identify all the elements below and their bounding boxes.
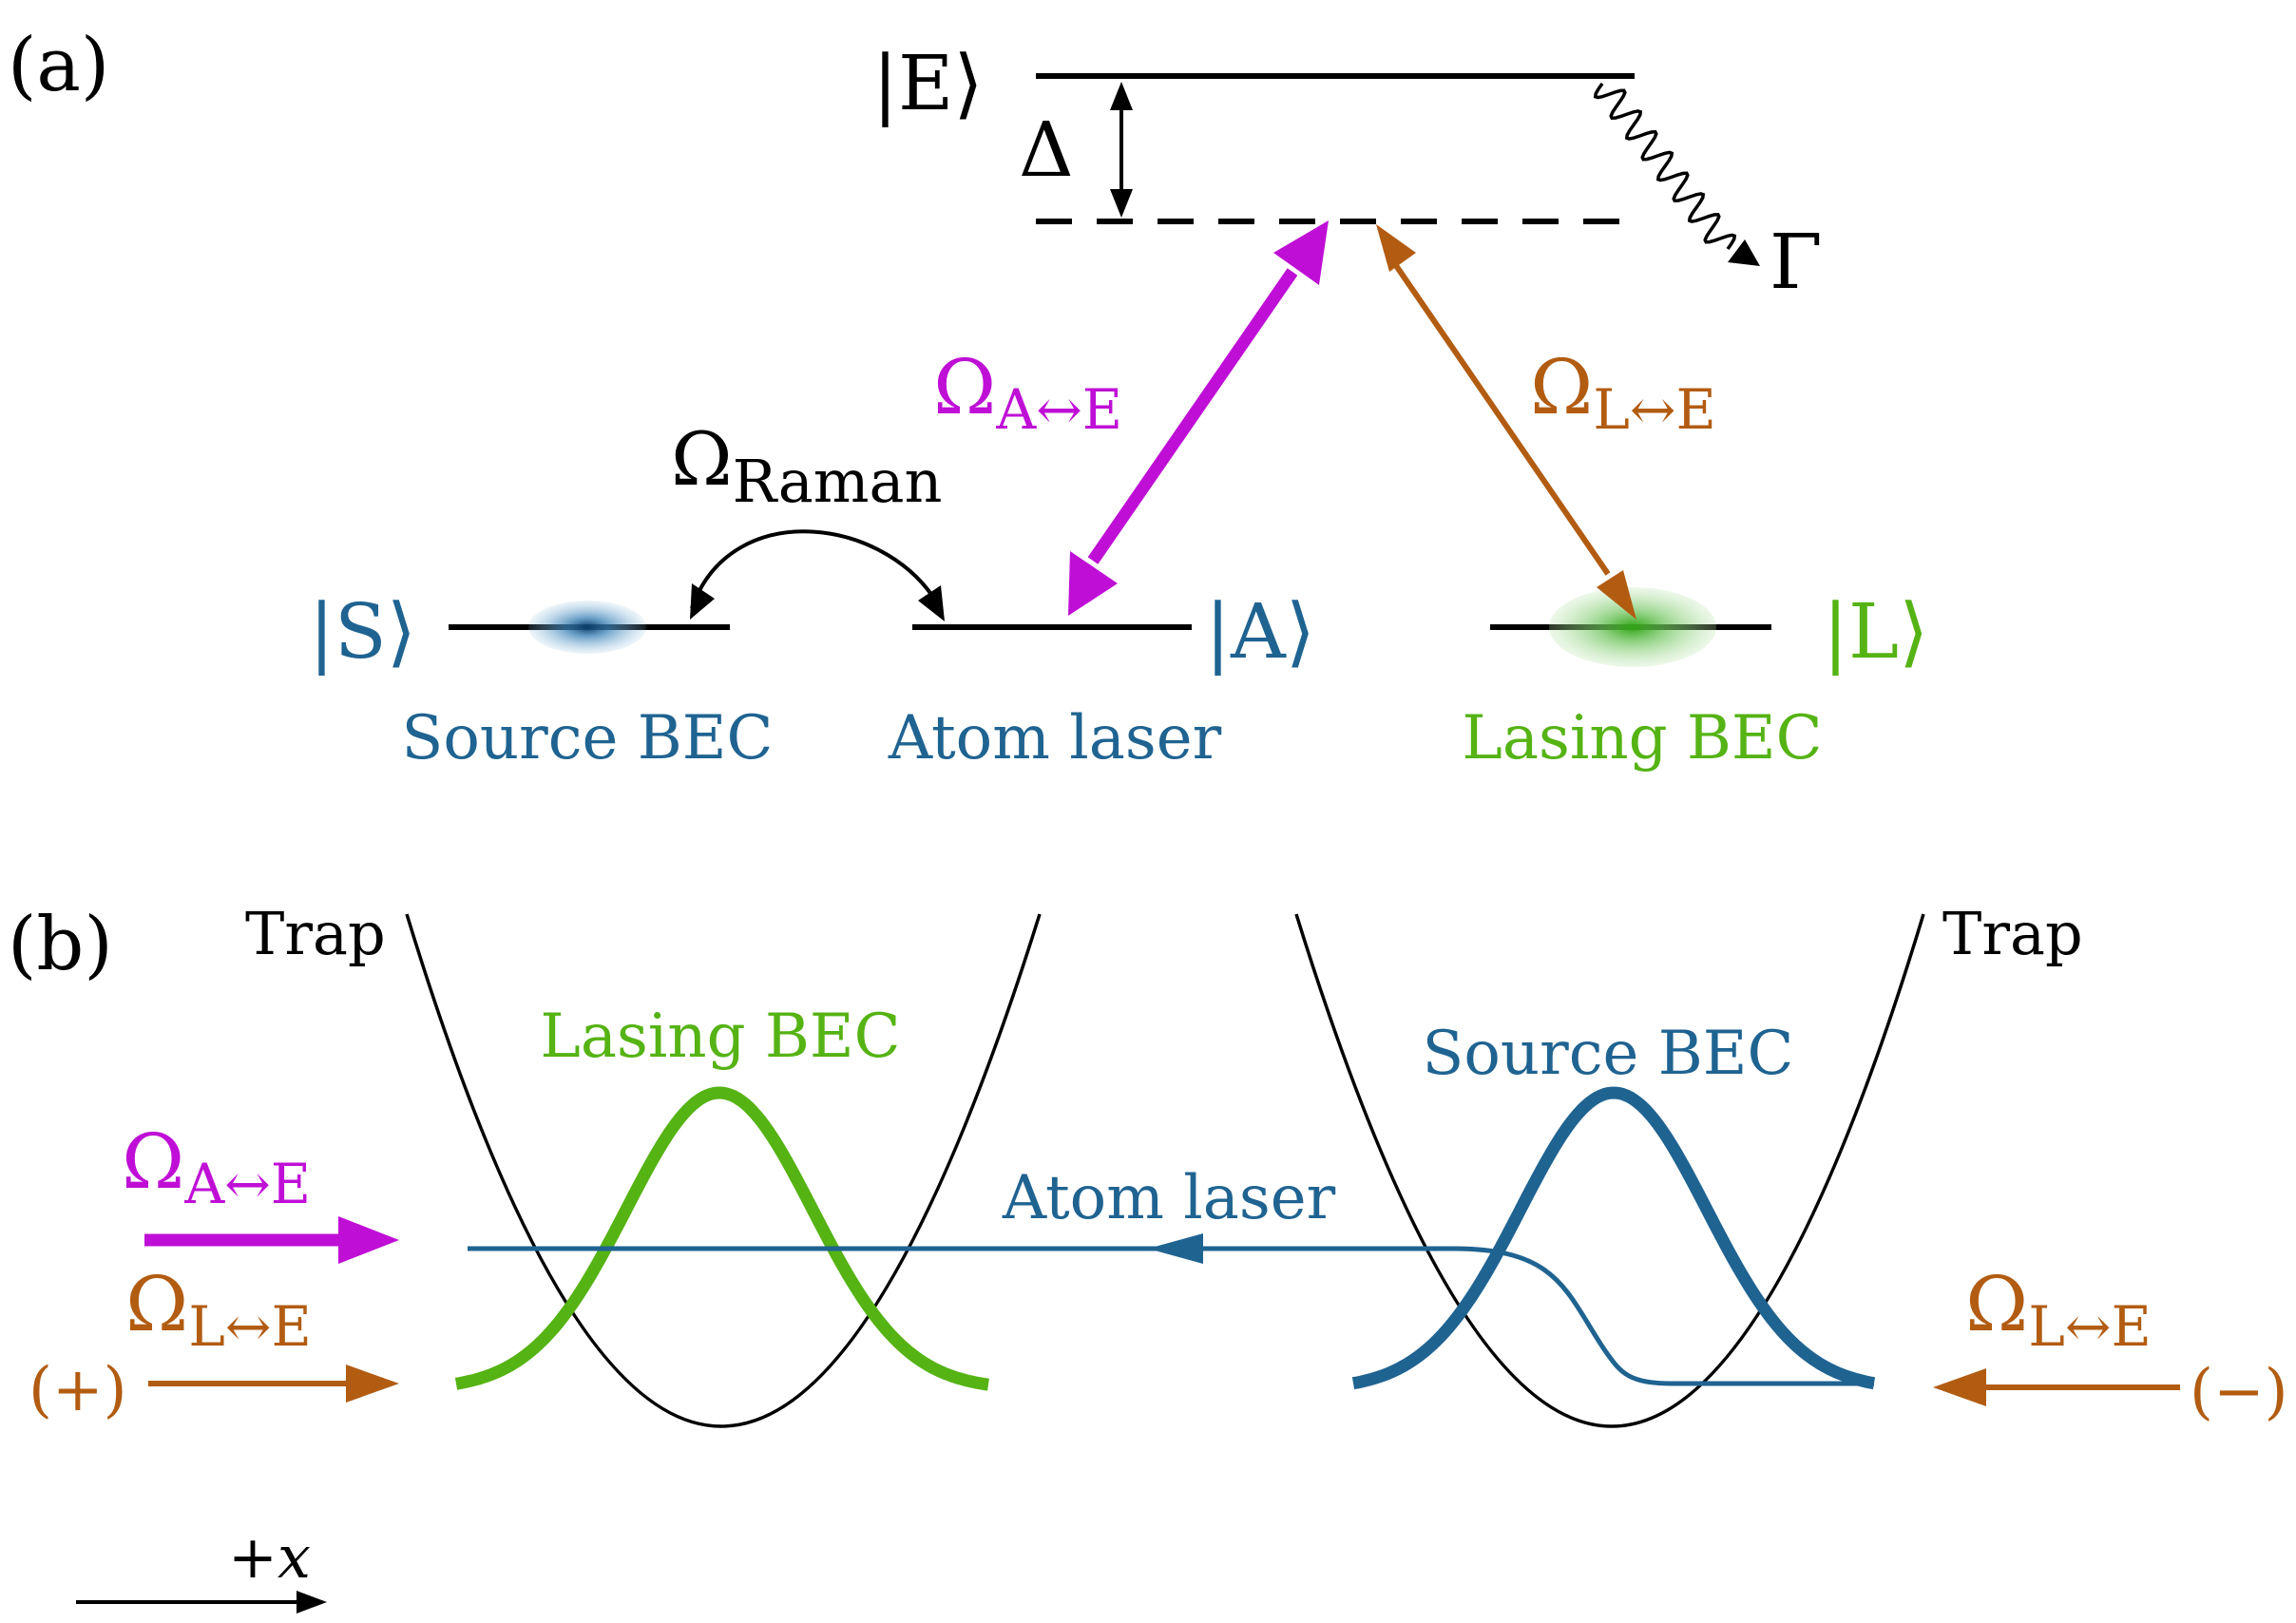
raman-curved-arrow bbox=[690, 529, 943, 611]
beam-le-right-polarity: (−) bbox=[2190, 1357, 2288, 1427]
coupling-le-arrow bbox=[1392, 262, 1611, 576]
detuning-label: Δ bbox=[1019, 105, 1074, 194]
rabi-raman-label: ΩRaman bbox=[671, 417, 942, 516]
decay-wavy-arrow bbox=[1593, 82, 1737, 251]
raman-arrow-head-right bbox=[918, 585, 945, 621]
caption-lasing-bec: Lasing BEC bbox=[1462, 703, 1822, 773]
state-s-label: |S⟩ bbox=[309, 587, 416, 676]
x-axis-arrow-head bbox=[297, 1591, 327, 1613]
raman-arrow-head-left bbox=[690, 583, 715, 620]
trap-left-label: Trap bbox=[245, 899, 386, 968]
detuning-arrow-head-top bbox=[1110, 82, 1133, 110]
coupling-ae-arrow bbox=[1087, 268, 1298, 564]
beam-ae-head bbox=[338, 1216, 399, 1264]
beam-le-left-head bbox=[346, 1365, 399, 1403]
coupling-ae-head-top bbox=[1273, 220, 1329, 285]
state-l-label: |L⟩ bbox=[1823, 587, 1928, 676]
caption-atom-laser: Atom laser bbox=[888, 703, 1222, 773]
decay-label: Γ bbox=[1770, 218, 1823, 306]
coupling-le-head-bottom bbox=[1597, 570, 1636, 620]
decay-arrow-head bbox=[1728, 239, 1760, 266]
panel-b-label: (b) bbox=[8, 902, 113, 987]
atom-laser-label: Atom laser bbox=[1002, 1163, 1336, 1233]
atom-laser-direction-arrow bbox=[1148, 1233, 1203, 1264]
atom-laser-outcoupling-tail bbox=[1453, 1246, 1874, 1386]
trap-right-label: Trap bbox=[1942, 899, 2083, 968]
rabi-le-label: ΩL↔E bbox=[1530, 343, 1716, 442]
lasing-bec-label: Lasing BEC bbox=[540, 1002, 900, 1072]
lasing-bec-profile bbox=[453, 1086, 991, 1391]
trap-left-curve bbox=[405, 913, 1042, 1428]
source-bec-cloud bbox=[528, 601, 646, 654]
lasing-bec-cloud bbox=[1549, 587, 1716, 667]
state-a-label: |A⟩ bbox=[1205, 587, 1315, 676]
coupling-ae-head-bottom bbox=[1068, 551, 1118, 616]
source-bec-label: Source BEC bbox=[1423, 1019, 1794, 1089]
caption-source-bec: Source BEC bbox=[402, 703, 774, 773]
detuning-arrow-head-bottom bbox=[1110, 189, 1133, 218]
trap-right-curve bbox=[1294, 913, 1925, 1428]
panel-a-label: (a) bbox=[8, 23, 109, 108]
x-axis-label: +x bbox=[228, 1522, 311, 1592]
rabi-ae-label: ΩA↔E bbox=[933, 343, 1122, 442]
beam-le-left-label: ΩL↔E bbox=[125, 1260, 312, 1359]
beam-le-right-label: ΩL↔E bbox=[1965, 1260, 2152, 1359]
beam-le-right-head bbox=[1933, 1368, 1986, 1406]
excited-state-label: |E⟩ bbox=[872, 39, 984, 127]
beam-ae-label: ΩA↔E bbox=[122, 1117, 311, 1216]
beam-le-left-polarity: (+) bbox=[29, 1355, 127, 1425]
coupling-le-head-top bbox=[1376, 224, 1416, 272]
source-bec-profile bbox=[1350, 1086, 1877, 1390]
